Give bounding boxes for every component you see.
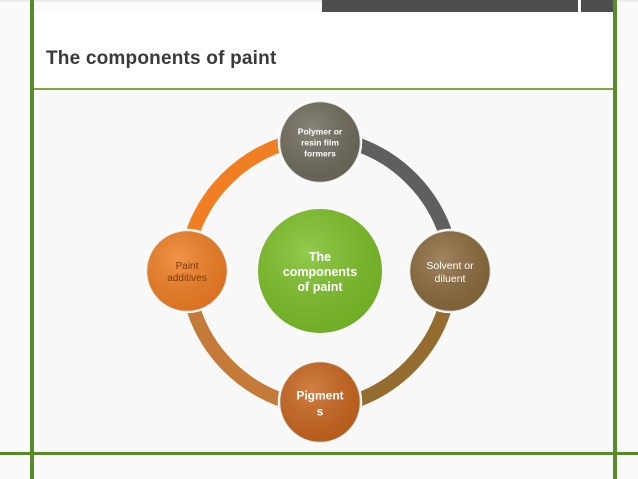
label-line: resin film	[301, 138, 339, 148]
title-underline	[34, 88, 613, 90]
label-line: components	[283, 265, 357, 279]
node-pigments: Pigment s	[277, 359, 363, 445]
arc-top-right	[343, 135, 451, 236]
label-line: Polymer or	[298, 127, 343, 137]
label-line: diluent	[435, 273, 466, 285]
arc-right-bottom	[351, 304, 451, 407]
decorative-header-separator	[578, 0, 580, 16]
label-line: Pigment	[296, 388, 343, 402]
slide-frame-bottom	[0, 452, 638, 455]
label-line: formers	[304, 149, 336, 159]
label-line: Solvent or	[426, 260, 474, 272]
label-line: of paint	[297, 280, 343, 294]
arc-bottom-left	[187, 304, 289, 407]
slide-frame-left	[30, 0, 34, 479]
label-line: The	[309, 250, 331, 264]
slide-frame-right	[613, 0, 617, 479]
slide-title: The components of paint	[46, 48, 277, 69]
slide-frame-top	[0, 0, 638, 4]
label-line: s	[317, 404, 324, 418]
title-bar	[34, 12, 613, 89]
arc-left-top	[187, 135, 297, 236]
label-line: additives	[167, 273, 206, 284]
label-line: Paint	[176, 261, 199, 272]
node-pigments-label: Pigment s	[296, 388, 343, 418]
